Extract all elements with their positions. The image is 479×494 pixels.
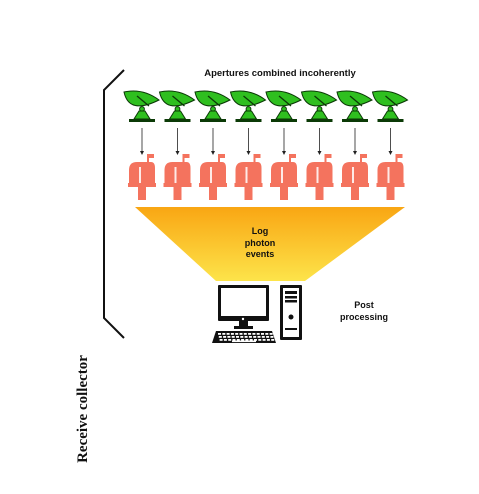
mailbox-icon [305, 154, 334, 200]
satellite-dish-icon [229, 90, 267, 122]
mailbox-icon [128, 154, 156, 200]
keyboard-icon [212, 331, 276, 343]
arrow-row [140, 128, 393, 155]
diagram-graphics [103, 69, 409, 343]
funnel-label: Log photon events [220, 226, 300, 261]
down-arrow-icon [140, 128, 144, 155]
down-arrow-icon [317, 128, 322, 155]
down-arrow-icon [246, 128, 251, 155]
monitor-icon [218, 285, 269, 329]
funnel-label-line: Log [251, 226, 269, 236]
mailbox-icon [270, 154, 298, 200]
satellite-dish-icon [194, 90, 231, 122]
satellite-dish-icon [371, 90, 409, 122]
mailbox-icon [234, 154, 263, 200]
satellite-dish-icon [123, 90, 160, 122]
post-label-line: processing [339, 311, 388, 322]
receive-collector-label: Receive collector [75, 355, 91, 463]
log-photon-events-funnel [135, 207, 405, 281]
down-arrow-icon [388, 128, 393, 155]
apertures-title: Apertures combined incoherently [204, 68, 356, 79]
satellite-dish-icon [265, 90, 302, 122]
aperture-row [123, 90, 409, 122]
receiver-row [128, 154, 405, 200]
funnel-label-line: photon [244, 237, 276, 248]
post-processing-label: Post processing [324, 300, 404, 323]
mailbox-icon [199, 154, 227, 200]
post-label-line: Post [354, 300, 374, 310]
diagram-canvas: Apertures combined incoherently Receive … [75, 68, 409, 463]
satellite-dish-icon [300, 90, 338, 122]
satellite-dish-icon [336, 90, 373, 122]
receive-collector-bracket [103, 69, 125, 339]
mailbox-icon [341, 154, 369, 200]
tower-icon [280, 285, 302, 340]
satellite-dish-icon [158, 90, 196, 122]
down-arrow-icon [282, 128, 286, 155]
mailbox-icon [376, 154, 405, 200]
mailbox-icon [163, 154, 192, 200]
down-arrow-icon [175, 128, 180, 155]
desktop-computer-icon [212, 285, 302, 343]
funnel-label-line: events [245, 249, 275, 259]
down-arrow-icon [353, 128, 357, 155]
down-arrow-icon [211, 128, 215, 155]
